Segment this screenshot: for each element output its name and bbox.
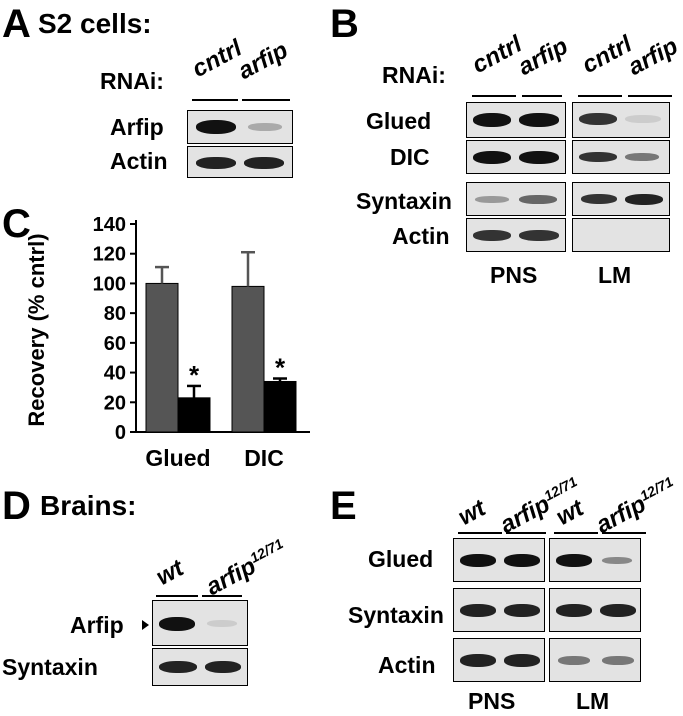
fraction-label-lm: LM [576,688,610,714]
y-tick-label: 100 [93,273,126,295]
lane-underline [602,532,646,534]
panel-e-letter: E [330,484,357,528]
x-category-label: DIC [244,445,284,471]
panel-d-letter: D [2,484,31,528]
row-label: Syntaxin [348,602,444,628]
panel-d-title: Brains: [40,490,137,521]
panel-d-lane-wt: wt [151,554,189,591]
significance-star: * [189,360,200,390]
significance-star: * [275,353,286,383]
lane-underline [522,95,562,97]
blot-actin [187,146,293,178]
panel-e-lane-wt: wt [453,494,491,531]
panel-a-title: S2 cells: [38,8,152,39]
x-category-label: Glued [145,445,210,471]
panel-e-lane-mutant: arfip12/71 [591,473,676,539]
row-label: DIC [390,144,430,170]
blot-syntaxin-e-pns [453,588,545,632]
lane-underline [472,95,516,97]
blot-glued-lm [572,102,670,138]
blot-syntaxin-pns [466,182,566,216]
panel-c-chart: Recovery (% cntrl) 0 20 40 60 80 100 120 140 * G… [24,214,310,471]
blot-arfip-brain [152,600,248,646]
blot-dic-lm [572,140,670,174]
y-tick-label: 140 [93,214,126,236]
blot-glued-e-lm [549,538,641,582]
panel-b-lane-arfip: arfip [623,32,683,81]
fraction-label-lm: LM [598,262,632,288]
row-label: Syntaxin [356,188,452,214]
blot-glued-e-pns [453,538,545,582]
fraction-label-pns: PNS [490,262,538,288]
bar-dic-0 [231,285,265,433]
lane-underline [202,595,242,597]
row-label: Glued [368,546,434,572]
y-tick-label: 60 [104,333,126,355]
row-label: Actin [392,223,450,249]
y-tick-label: 80 [104,303,126,325]
y-tick-label: 120 [93,244,126,266]
bar-glued-0 [145,282,179,433]
blot-syntaxin-brain [152,648,248,686]
blot-actin-pns [466,218,566,252]
blot-actin-e-lm [549,638,641,682]
blot-arfip [187,110,293,144]
y-axis-label: Recovery (% cntrl) [24,233,49,426]
lane-underline [628,95,672,97]
panel-c-letter: C [2,202,31,246]
row-label: Syntaxin [2,654,98,680]
blot-syntaxin-lm [572,182,670,216]
panel-b-letter: B [330,2,359,46]
lane-underline [156,595,198,597]
panel-a-lane-arfip: arfip [233,36,293,85]
blot-dic-pns [466,140,566,174]
blot-glued-pns [466,102,566,138]
bar-dic-1 [263,380,297,433]
panel-a-rnai-label: RNAi: [100,68,164,94]
row-label: Arfip [70,612,124,638]
lane-underline [192,99,238,101]
lane-underline [578,95,622,97]
panel-b-lane-arfip: arfip [513,32,573,81]
fraction-label-pns: PNS [468,688,516,714]
panel-a-letter: A [2,2,31,46]
bar-glued-1 [177,397,211,433]
panel-d-lane-mutant: arfip12/71 [201,535,286,601]
lane-underline [458,532,502,534]
panel-b-rnai-label: RNAi: [382,62,446,88]
blot-actin-e-pns [453,638,545,682]
row-label: Arfip [110,114,164,140]
blot-syntaxin-e-lm [549,588,641,632]
row-label: Actin [110,148,168,174]
y-tick-label: 0 [115,422,126,444]
lane-underline [554,532,598,534]
lane-underline [242,99,290,101]
arrowhead-icon [142,620,149,630]
y-tick-label: 40 [104,363,126,385]
lane-underline [506,532,546,534]
y-tick-label: 20 [104,392,126,414]
blot-actin-lm [572,218,670,252]
row-label: Actin [378,652,436,678]
row-label: Glued [366,108,432,134]
